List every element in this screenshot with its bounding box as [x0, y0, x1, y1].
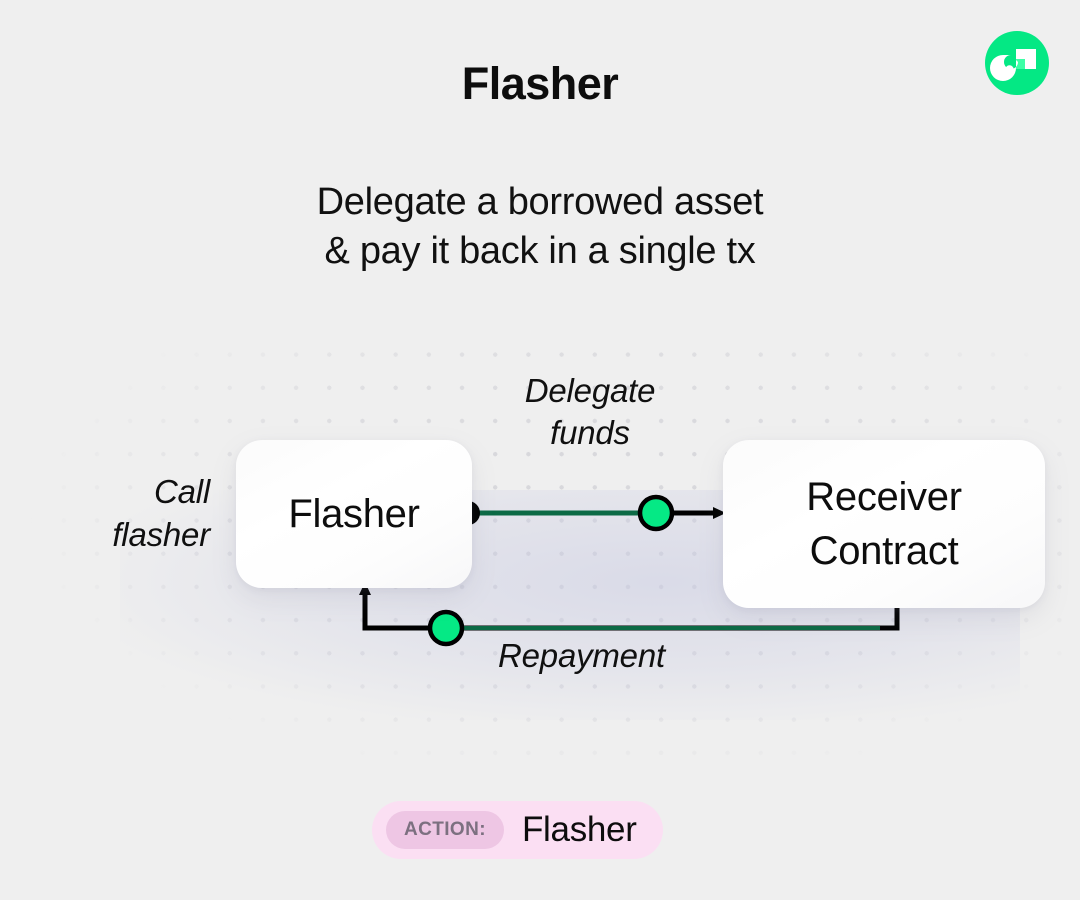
- flow-diagram: Flasher Receiver Contract Delegate funds…: [0, 330, 1080, 760]
- flashloan-f-logo-icon: [985, 31, 1049, 95]
- edge-label-call-line-1: Call: [153, 473, 210, 510]
- page-subtitle: Delegate a borrowed asset & pay it back …: [0, 178, 1080, 276]
- node-receiver-contract-label: Receiver Contract: [806, 470, 962, 578]
- action-badge[interactable]: ACTION: Flasher: [372, 801, 663, 859]
- green-token-node-icon: [637, 494, 675, 532]
- action-badge-value: Flasher: [521, 810, 637, 849]
- node-flasher[interactable]: Flasher: [236, 440, 472, 588]
- edge-label-repayment: Repayment: [498, 637, 665, 674]
- page-subtitle-line-2: & pay it back in a single tx: [324, 230, 756, 272]
- edge-label-call-flasher: Call flasher: [0, 470, 210, 556]
- node-receiver-line-2: Contract: [809, 529, 959, 573]
- node-flasher-label: Flasher: [288, 491, 420, 536]
- page-subtitle-line-1: Delegate a borrowed asset: [316, 181, 764, 223]
- page-title: Flasher: [461, 58, 619, 109]
- edge-label-delegate-line-1: Delegate: [524, 372, 656, 409]
- edge-label-call-line-2: flasher: [112, 516, 210, 553]
- green-token-node-icon: [427, 609, 465, 647]
- node-receiver-line-1: Receiver: [806, 475, 962, 519]
- action-badge-chip: ACTION:: [386, 811, 504, 849]
- node-receiver-contract[interactable]: Receiver Contract: [723, 440, 1045, 608]
- edge-label-delegate-funds: Delegate funds: [430, 370, 750, 454]
- edge-label-delegate-line-2: funds: [550, 414, 630, 451]
